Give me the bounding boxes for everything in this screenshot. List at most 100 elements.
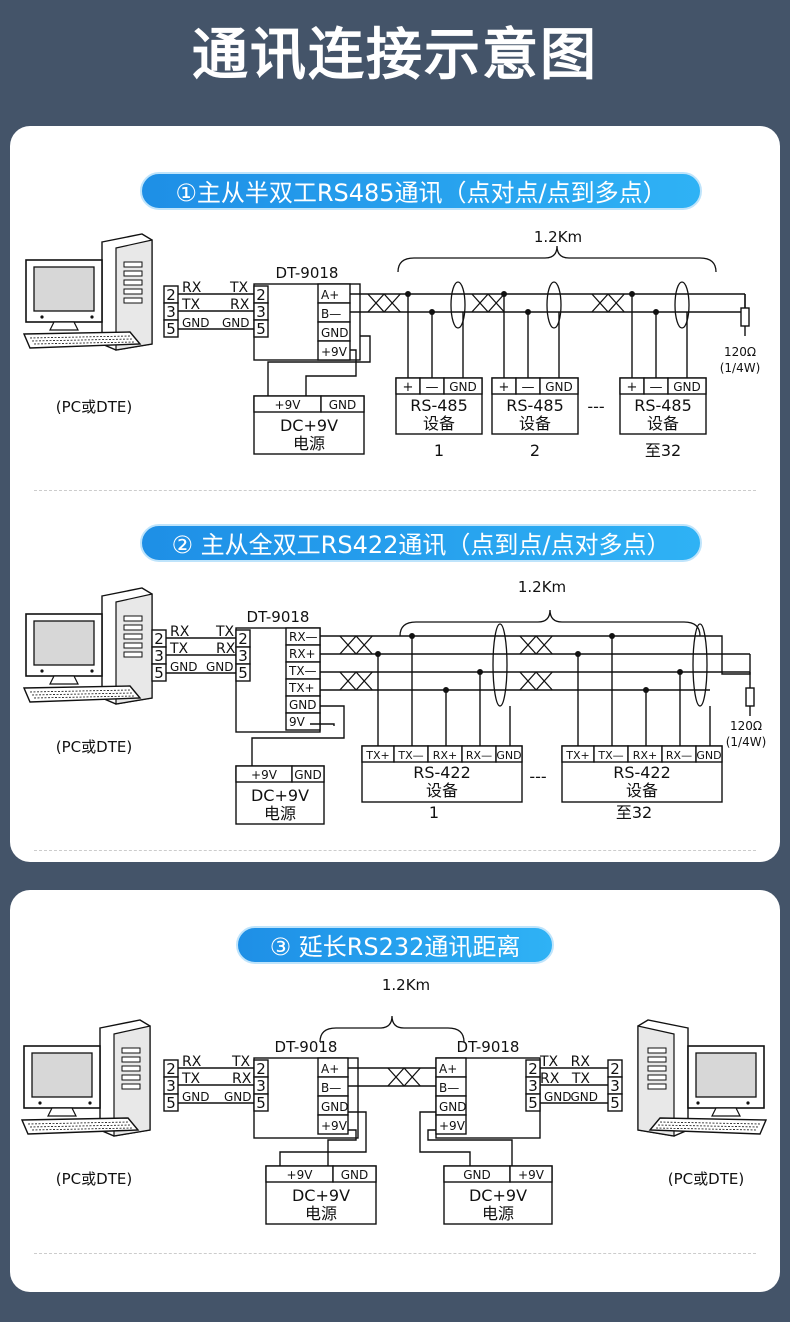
computer-part [696, 1101, 700, 1105]
computer-part [647, 1065, 667, 1072]
pc-label: (PC或DTE) [56, 398, 132, 416]
terminal-label: RX— [289, 630, 318, 644]
pin-number: 5 [154, 664, 164, 682]
computer-part [88, 1101, 92, 1105]
pin-number: 5 [166, 320, 176, 338]
twisted-pair-symbol [339, 635, 373, 655]
signal-label: GND [222, 316, 250, 330]
signal-label: RX [571, 1054, 591, 1070]
power-terminal [332, 1165, 377, 1183]
pin-number: 2 [166, 286, 176, 304]
junction-dot [525, 309, 531, 315]
device-terminal-label: GND [696, 749, 721, 762]
device-terminal-label: RX+ [633, 749, 657, 762]
computer-part [90, 315, 94, 319]
converter-model: DT-9018 [276, 264, 339, 282]
converter-pin-number: 2 [528, 1060, 538, 1078]
device-number: 至32 [645, 441, 681, 460]
power-sub-label: 电源 [264, 804, 296, 823]
computer-part [123, 624, 143, 631]
pin-number: 3 [154, 647, 164, 665]
computer-part [123, 270, 143, 277]
computer-part [121, 1047, 141, 1054]
divider [34, 850, 756, 851]
terminal-label: B— [321, 307, 341, 321]
resistor-label: (1/4W) [726, 735, 767, 749]
signal-label: GND [570, 1090, 598, 1104]
signal-label: RX [230, 297, 250, 313]
computer-part [47, 1107, 77, 1117]
power-terminal-label: +9V [251, 768, 278, 782]
pin-number: 3 [166, 1077, 176, 1095]
junction-dot [609, 633, 615, 639]
computer-icon [22, 233, 153, 351]
power-wire [327, 1129, 357, 1166]
wiring-diagram-rs485-rs422: (PC或DTE)235RXTXGNDTXRXGNDDT-9018235A+B—G… [22, 228, 767, 825]
bus-line-end [710, 635, 751, 675]
signal-label: GND [170, 660, 198, 674]
converter-pin-number: 5 [256, 1094, 266, 1112]
device-type: RS-485 [634, 396, 692, 415]
converter-pin-number: 5 [528, 1094, 538, 1112]
computer-part [49, 321, 79, 331]
device-terminal-label: GND [449, 380, 477, 394]
pc-label: (PC或DTE) [56, 738, 132, 756]
computer-icon [22, 587, 153, 705]
terminating-resistor [740, 307, 750, 327]
terminal-label: TX— [288, 664, 317, 678]
computer-part [90, 669, 94, 673]
pin-number: 5 [610, 1094, 620, 1112]
computer-part [711, 1107, 741, 1117]
computer-part [121, 1074, 141, 1081]
terminal-label: TX+ [288, 681, 315, 695]
power-terminal-label: GND [341, 1168, 369, 1182]
divider [34, 490, 756, 491]
power-label: DC+9V [469, 1186, 527, 1205]
converter-pin-number: 3 [256, 1077, 266, 1095]
terminal-label: B— [321, 1081, 341, 1095]
computer-part [33, 341, 135, 345]
device-label: 设备 [423, 414, 455, 433]
device-terminal [495, 745, 523, 763]
twisted-pair-symbol [591, 293, 625, 313]
twisted-pair-symbol [519, 671, 553, 691]
computer-part [121, 1083, 141, 1090]
terminal-label: GND [321, 326, 349, 340]
computer-part [647, 1083, 667, 1090]
device-type: RS-422 [413, 763, 471, 782]
pc-label: (PC或DTE) [56, 1170, 132, 1188]
distance-brace [397, 245, 717, 273]
section-label-rs422: ② 主从全双工RS422通讯（点到点/点对多点） [140, 524, 702, 562]
computer-part [123, 297, 143, 304]
shield-ellipse [450, 281, 466, 329]
shield-ellipse [692, 623, 708, 707]
signal-label: TX [215, 624, 235, 640]
computer-part [49, 675, 79, 685]
distance-label: 1.2Km [534, 228, 582, 246]
power-label: DC+9V [251, 786, 309, 805]
junction-dot [375, 651, 381, 657]
device-terminal-label: RX— [666, 749, 692, 762]
computer-part [647, 1074, 667, 1081]
junction-dot [477, 669, 483, 675]
shield-ellipse [674, 281, 690, 329]
signal-label: TX [229, 280, 249, 296]
device-terminal-label: TX+ [565, 749, 589, 762]
signal-label: TX [169, 641, 189, 657]
distance-label: 1.2Km [382, 976, 430, 994]
device-label: 设备 [626, 781, 658, 800]
power-terminal-label: GND [294, 768, 322, 782]
power-terminal [291, 765, 325, 783]
device-terminal-label: + [499, 380, 510, 395]
device-type: RS-422 [613, 763, 671, 782]
power-terminal [320, 395, 365, 413]
signal-label: GND [224, 1090, 252, 1104]
terminal-label: GND [439, 1100, 467, 1114]
continuation-dots: --- [587, 397, 604, 416]
computer-part [121, 1065, 141, 1072]
device-terminal-label: TX— [397, 749, 423, 762]
power-terminal-label: +9V [518, 1168, 545, 1182]
converter-pin [253, 1093, 269, 1112]
junction-dot [643, 687, 649, 693]
signal-label: TX [539, 1054, 559, 1070]
